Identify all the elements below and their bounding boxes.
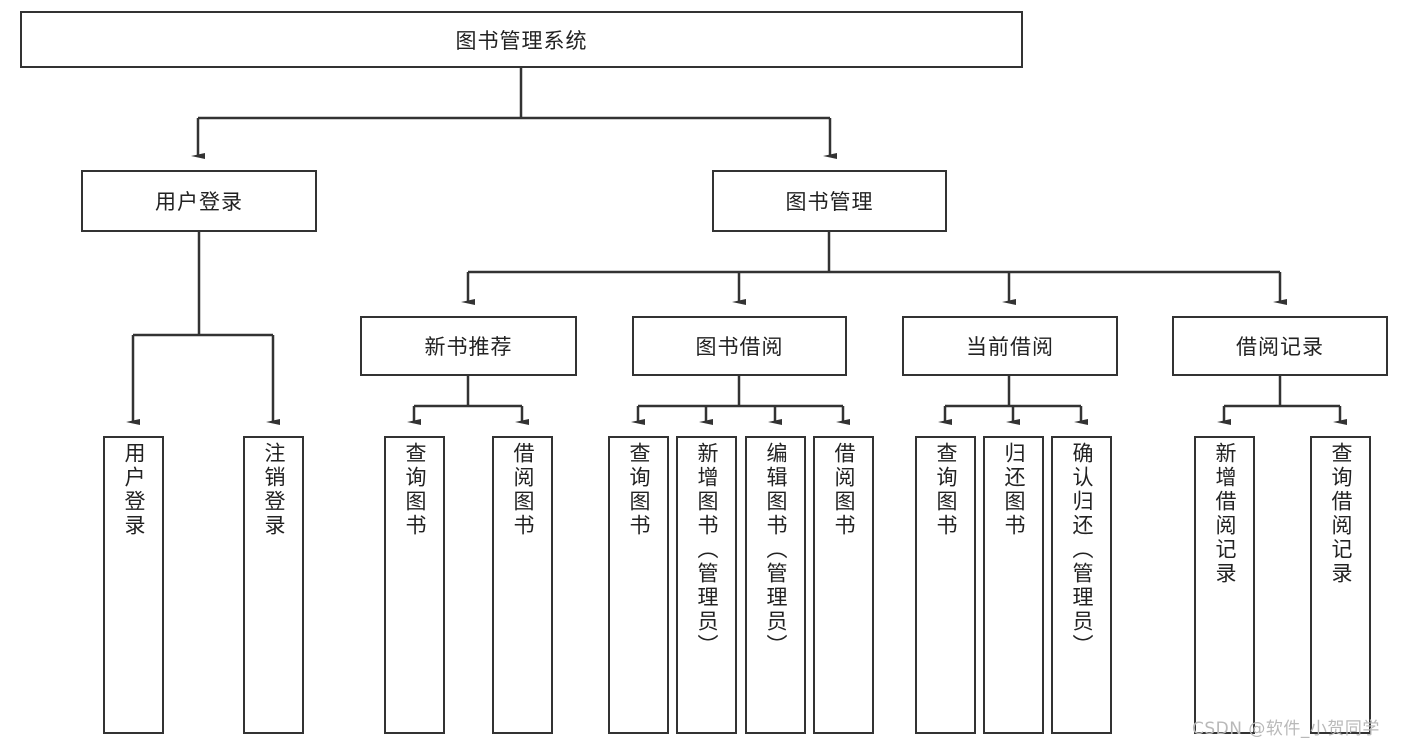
node-leaf-add-record[interactable]: 新增借阅记录 <box>1194 436 1255 734</box>
node-leaf-query-book-1-label: 查询图书 <box>403 442 427 538</box>
node-leaf-return-book[interactable]: 归还图书 <box>983 436 1044 734</box>
node-leaf-borrow-book-1[interactable]: 借阅图书 <box>492 436 553 734</box>
node-book-borrow[interactable]: 图书借阅 <box>632 316 847 376</box>
node-leaf-add-record-label: 新增借阅记录 <box>1213 442 1237 586</box>
node-leaf-edit-book[interactable]: 编辑图书（管理员） <box>745 436 806 734</box>
node-leaf-confirm-return[interactable]: 确认归还（管理员） <box>1051 436 1112 734</box>
node-leaf-confirm-return-label: 确认归还（管理员） <box>1070 442 1094 658</box>
node-leaf-return-book-label: 归还图书 <box>1002 442 1026 538</box>
node-leaf-query-book-1[interactable]: 查询图书 <box>384 436 445 734</box>
node-book-management[interactable]: 图书管理 <box>712 170 947 232</box>
node-leaf-edit-book-label: 编辑图书（管理员） <box>764 442 788 658</box>
node-leaf-user-login[interactable]: 用户登录 <box>103 436 164 734</box>
node-leaf-logout-login[interactable]: 注销登录 <box>243 436 304 734</box>
node-root[interactable]: 图书管理系统 <box>20 11 1023 68</box>
node-leaf-query-book-3-label: 查询图书 <box>934 442 958 538</box>
node-leaf-add-book[interactable]: 新增图书（管理员） <box>676 436 737 734</box>
node-leaf-borrow-book-1-label: 借阅图书 <box>511 442 535 538</box>
node-leaf-borrow-book-2-label: 借阅图书 <box>832 442 856 538</box>
node-leaf-query-record[interactable]: 查询借阅记录 <box>1310 436 1371 734</box>
node-leaf-query-book-2-label: 查询图书 <box>627 442 651 538</box>
node-user-login[interactable]: 用户登录 <box>81 170 317 232</box>
watermark-text: CSDN @软件_小贺同学 <box>1192 719 1380 739</box>
node-leaf-logout-login-label: 注销登录 <box>262 442 286 538</box>
node-new-book-recommend-label: 新书推荐 <box>424 335 513 359</box>
node-borrow-record[interactable]: 借阅记录 <box>1172 316 1388 376</box>
node-borrow-record-label: 借阅记录 <box>1236 335 1324 359</box>
node-leaf-borrow-book-2[interactable]: 借阅图书 <box>813 436 874 734</box>
node-current-borrow-label: 当前借阅 <box>966 335 1054 359</box>
node-leaf-query-book-2[interactable]: 查询图书 <box>608 436 669 734</box>
node-current-borrow[interactable]: 当前借阅 <box>902 316 1118 376</box>
node-leaf-query-book-3[interactable]: 查询图书 <box>915 436 976 734</box>
node-leaf-user-login-label: 用户登录 <box>122 442 146 538</box>
node-book-borrow-label: 图书借阅 <box>695 335 784 359</box>
node-new-book-recommend[interactable]: 新书推荐 <box>360 316 577 376</box>
node-root-label: 图书管理系统 <box>455 28 588 53</box>
node-leaf-add-book-label: 新增图书（管理员） <box>695 442 719 658</box>
node-user-login-label: 用户登录 <box>155 190 243 214</box>
node-leaf-query-record-label: 查询借阅记录 <box>1329 442 1353 586</box>
node-book-management-label: 图书管理 <box>785 190 874 214</box>
